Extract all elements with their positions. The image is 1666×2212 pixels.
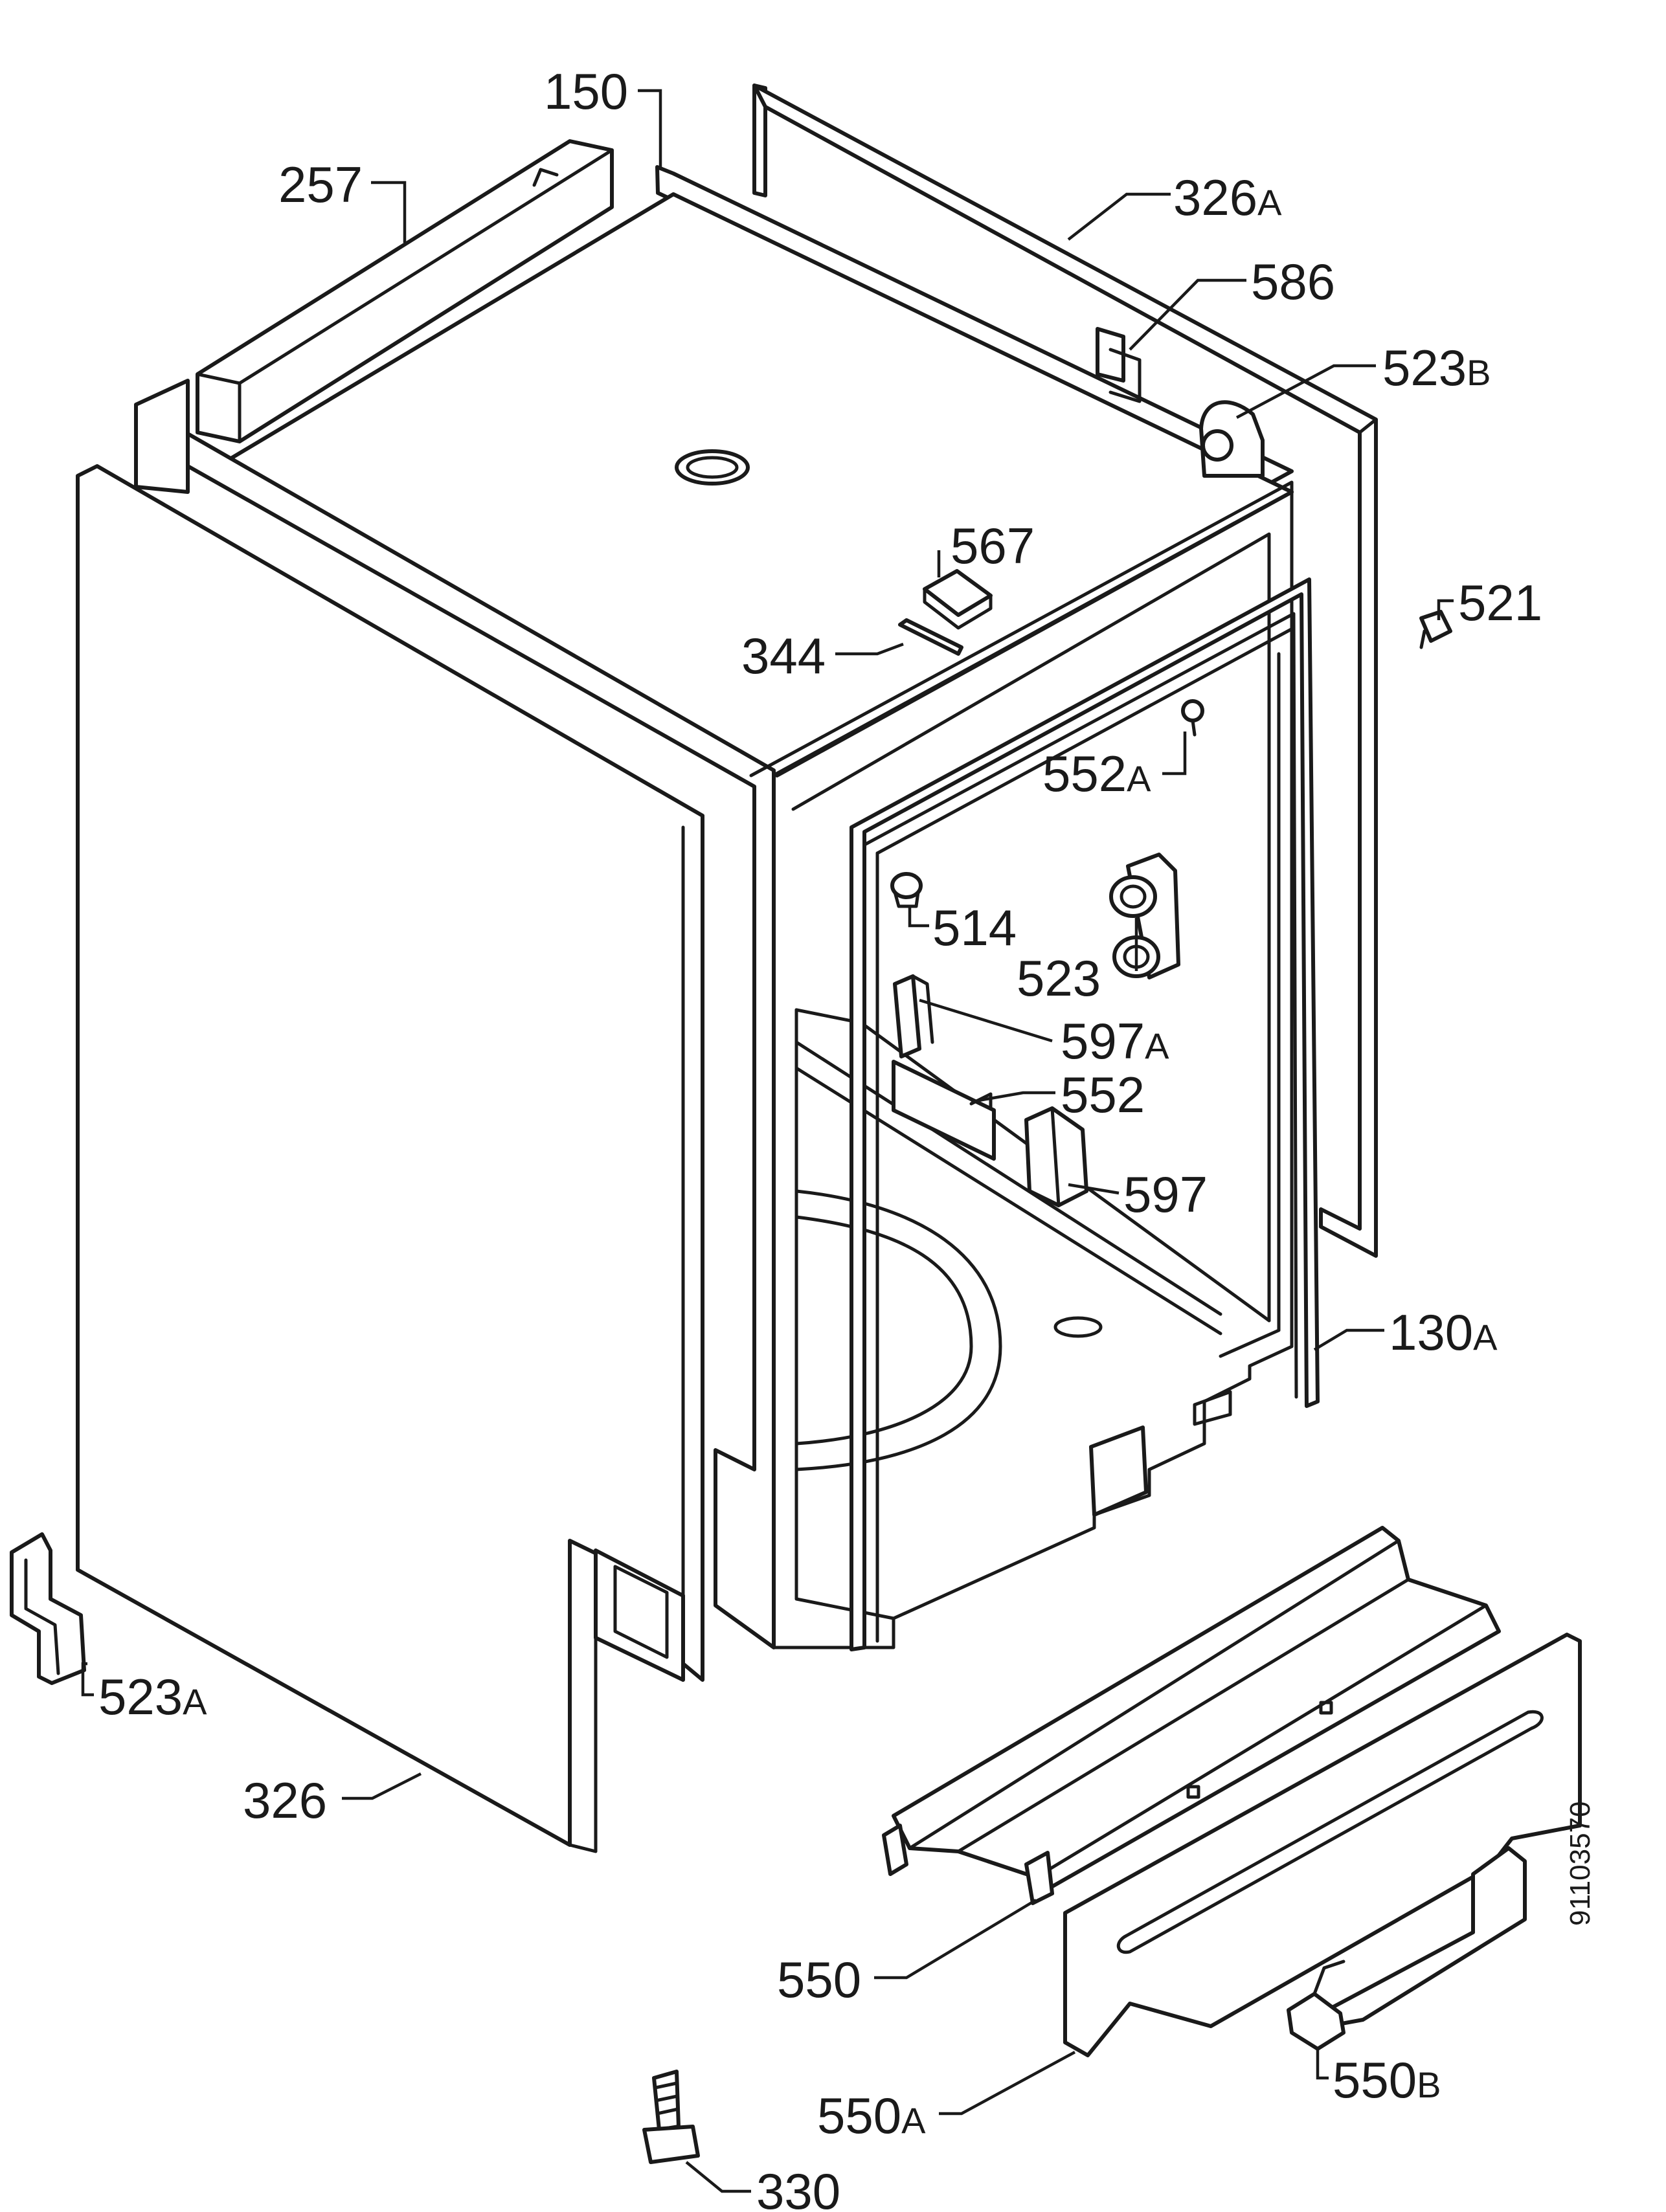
leader-330 [685, 2161, 751, 2193]
left-side-panel [76, 464, 704, 1853]
label-150: 150 [544, 63, 628, 120]
guide-597A [893, 974, 934, 1058]
roller-523 [1109, 853, 1180, 979]
label-567: 567 [951, 517, 1035, 574]
label-523: 523 [1017, 950, 1101, 1007]
label-326A: 326A [1173, 169, 1282, 226]
clip-344 [898, 618, 963, 656]
bracket-586 [1096, 327, 1142, 403]
label-330: 330 [756, 2163, 840, 2212]
plinth-550 [882, 1526, 1501, 1905]
leader-257 [371, 181, 407, 243]
label-344: 344 [741, 627, 826, 684]
leader-514 [908, 906, 929, 928]
hinge-523A [10, 1532, 86, 1685]
label-586: 586 [1251, 253, 1335, 310]
foot-330 [642, 2070, 700, 2164]
label-552: 552 [1061, 1066, 1145, 1123]
clip-567 [923, 569, 993, 630]
label-550: 550 [777, 1951, 861, 2008]
label-514: 514 [932, 899, 1017, 956]
top-strip [196, 139, 614, 443]
leader-lines [81, 89, 1454, 2193]
leader-344 [835, 642, 904, 656]
label-597A: 597A [1061, 1012, 1169, 1069]
catch-597 [1024, 1106, 1088, 1207]
leader-326 [342, 1772, 422, 1800]
label-523B: 523B [1382, 339, 1491, 396]
label-597: 597 [1123, 1166, 1208, 1223]
label-130A: 130A [1389, 1304, 1498, 1361]
label-521: 521 [1458, 574, 1542, 631]
leader-326A [1067, 192, 1171, 241]
screw-552A [1181, 699, 1204, 737]
hinge-523B [1199, 400, 1265, 478]
tub-body [134, 379, 1294, 1649]
leader-552A [1162, 732, 1187, 776]
leader-586 [1129, 278, 1246, 351]
leader-150 [638, 89, 662, 170]
label-550B: 550B [1333, 2051, 1441, 2108]
leader-521 [1437, 599, 1454, 620]
bumper-514 [890, 872, 923, 908]
right-side-panel [752, 84, 1378, 1258]
label-326: 326 [243, 1772, 327, 1829]
door-frame [850, 577, 1320, 1651]
label-257: 257 [278, 156, 363, 213]
label-550A: 550A [817, 2087, 926, 2144]
label-523A: 523A [98, 1668, 207, 1725]
leader-523A [81, 1662, 94, 1697]
leader-130A [1313, 1328, 1384, 1351]
callout-labels: 150 257 326A 586 523B 567 344 521 552A 5… [98, 63, 1542, 2212]
leader-523B [1235, 364, 1376, 419]
leader-552 [971, 1091, 1055, 1104]
leader-550B [1316, 2049, 1329, 2080]
rail-552 [892, 1060, 996, 1161]
leader-597 [1068, 1183, 1120, 1195]
leader-550 [874, 1899, 1037, 1980]
foot-bracket-550B [1287, 1846, 1527, 2051]
leader-550A [939, 2051, 1076, 2116]
label-552A: 552A [1042, 745, 1151, 802]
document-number: 91103570 [1564, 1802, 1596, 1927]
leader-597A [919, 998, 1053, 1043]
screw-521 [1419, 610, 1452, 649]
